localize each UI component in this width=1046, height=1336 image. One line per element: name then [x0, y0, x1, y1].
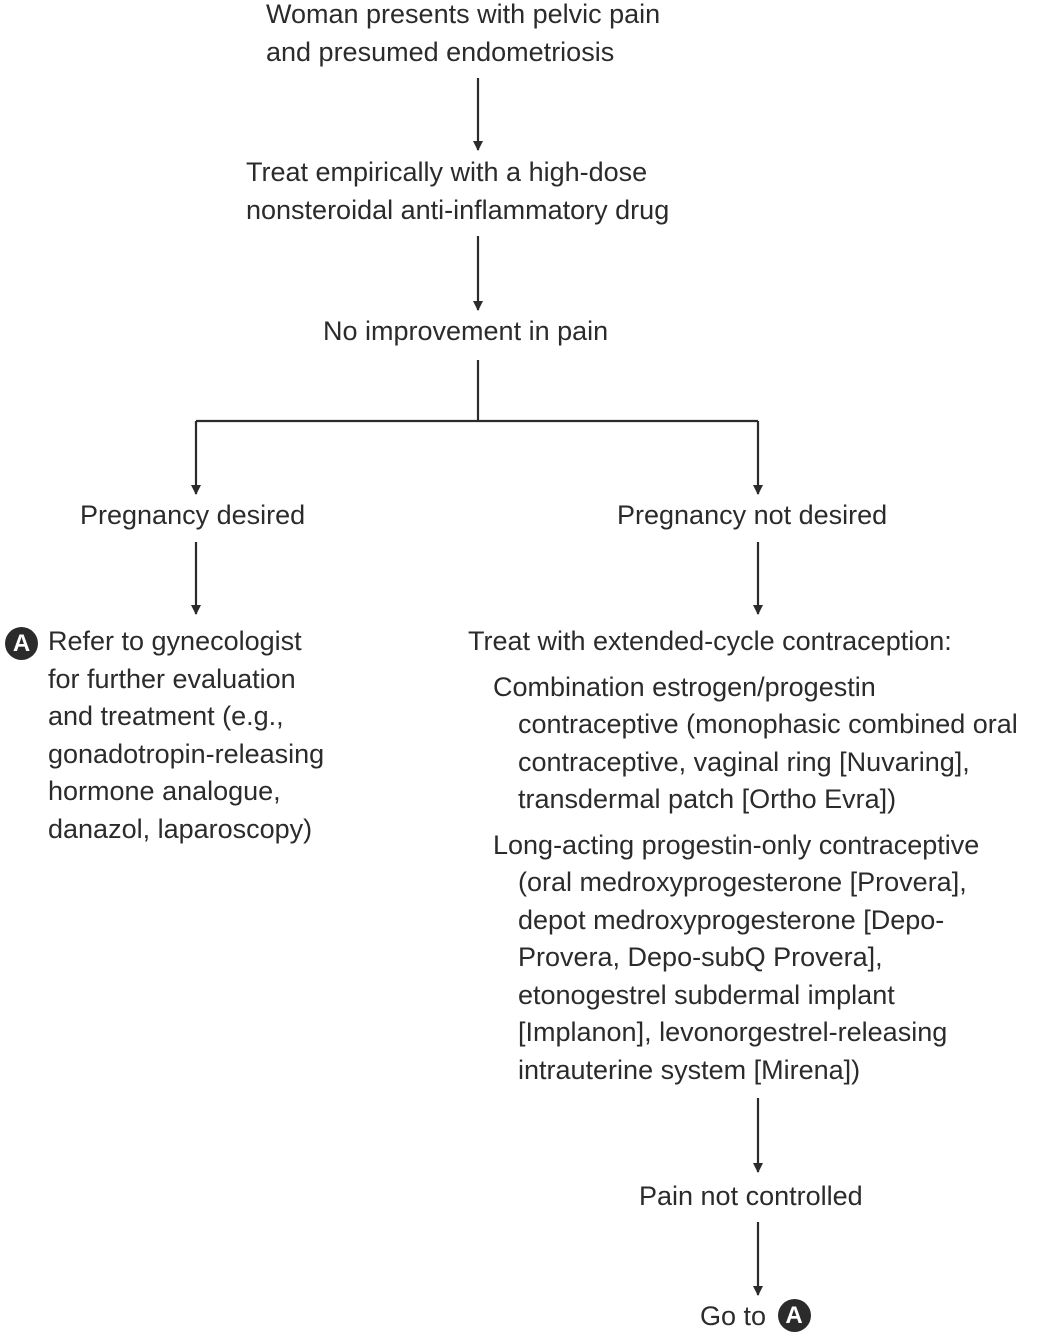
contraception-item-progestin-only: Long-acting progestin-only contraceptive… — [468, 827, 1018, 1090]
node-refer-line: Refer to gynecologist — [48, 626, 302, 656]
node-pregnancy-desired: Pregnancy desired — [80, 500, 306, 530]
marker-a-badge: A — [5, 627, 38, 660]
marker-a-label: A — [777, 1299, 811, 1332]
contraception-item-combination: Combination estrogen/progestin contracep… — [468, 669, 1018, 819]
node-start-line: Woman presents with pelvic pain — [266, 0, 661, 29]
marker-a-label: A — [5, 627, 38, 660]
node-nsaid-line: nonsteroidal anti-inflammatory drug — [246, 194, 670, 225]
node-pregnancy-not-desired: Pregnancy not desired — [617, 500, 888, 530]
node-contraception-heading: Treat with extended-cycle contraception: — [468, 626, 952, 656]
node-go-to: Go to A — [700, 1298, 811, 1336]
contraception-line: Combination estrogen/progestin — [493, 671, 876, 702]
node-nsaid: Treat empirically with a high-dose nonst… — [246, 154, 669, 229]
contraception-line: transdermal patch [Ortho Evra]) — [518, 784, 897, 814]
contraception-line: contraceptive (monophasic combined oral — [518, 709, 1018, 739]
node-start: Woman presents with pelvic pain and pres… — [266, 0, 660, 71]
contraception-line: depot medroxyprogesterone [Depo- — [518, 904, 945, 935]
node-nsaid-line: Treat empirically with a high-dose — [246, 157, 648, 187]
contraception-line: intrauterine system [Mirena]) — [518, 1054, 861, 1085]
node-no-improvement: No improvement in pain — [323, 316, 609, 346]
contraception-line: etonogestrel subdermal implant — [518, 979, 895, 1010]
contraception-line: Provera, Depo-subQ Provera], — [518, 942, 883, 972]
node-refer-gynecologist: Refer to gynecologist for further evalua… — [48, 623, 324, 848]
node-refer-line: for further evaluation — [48, 663, 296, 694]
node-refer-line: and treatment (e.g., — [48, 701, 284, 731]
node-start-line: and presumed endometriosis — [266, 36, 615, 67]
node-pain-not-controlled: Pain not controlled — [639, 1181, 863, 1211]
contraception-line: (oral medroxyprogesterone [Provera], — [518, 867, 967, 897]
go-to-label: Go to — [700, 1301, 767, 1331]
contraception-line: Long-acting progestin-only contraceptive — [493, 829, 980, 860]
node-refer-line: hormone analogue, — [48, 776, 281, 806]
contraception-line: [Implanon], levonorgestrel-releasing — [518, 1017, 948, 1047]
node-refer-line: gonadotropin-releasing — [48, 738, 325, 769]
node-refer-line: danazol, laparoscopy) — [48, 813, 313, 844]
contraception-line: contraceptive, vaginal ring [Nuvaring], — [518, 746, 970, 777]
node-contraception: Treat with extended-cycle contraception:… — [468, 623, 1018, 1089]
